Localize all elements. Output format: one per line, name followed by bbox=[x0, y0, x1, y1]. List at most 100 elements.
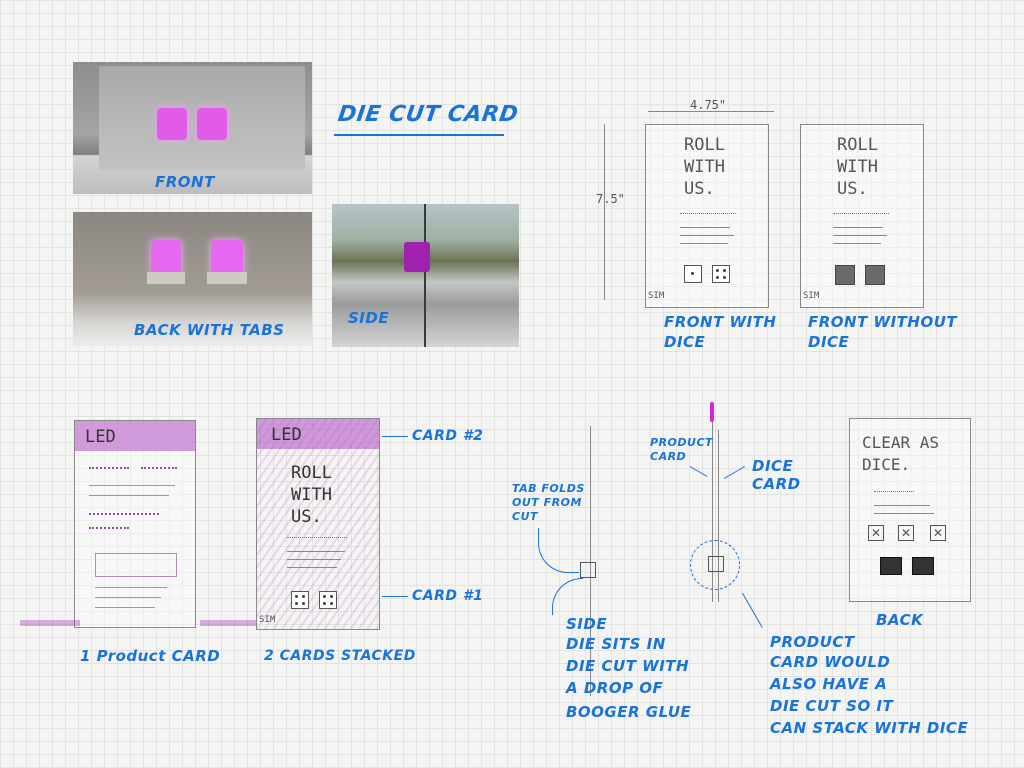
roll-line-2: WITH bbox=[291, 485, 332, 505]
side-note-5: BOOGER GLUE bbox=[566, 702, 691, 722]
tab-right bbox=[207, 272, 247, 284]
product-card: LED bbox=[74, 420, 196, 628]
roll-line-3: US. bbox=[837, 179, 868, 199]
body-text-line bbox=[833, 243, 881, 244]
die-side-square bbox=[580, 562, 596, 578]
led-label: LED bbox=[85, 427, 116, 447]
base-shadow bbox=[200, 620, 256, 626]
die-front-left bbox=[157, 108, 187, 140]
product-note-2: CARD WOULD bbox=[770, 652, 890, 672]
front-without-dice-label-1: FRONT WITHOUT bbox=[808, 312, 957, 332]
body-text-line bbox=[95, 587, 167, 588]
dark-tab bbox=[912, 557, 934, 575]
one-product-card-label: 1 Product CARD bbox=[80, 646, 220, 666]
body-text-line bbox=[680, 227, 730, 228]
front-with-dice-label-1: FRONT WITH bbox=[664, 312, 776, 332]
die-cut-hole bbox=[865, 265, 885, 285]
side-note-1: SIDE bbox=[566, 614, 607, 634]
die-side bbox=[404, 242, 430, 272]
front-label: FRONT bbox=[155, 172, 215, 192]
tab-folds-note-2: OUT FROM bbox=[512, 496, 582, 510]
body-text-line bbox=[680, 243, 728, 244]
die-outline bbox=[319, 591, 337, 609]
checkbox-x-icon: ✕ bbox=[930, 525, 946, 541]
product-note-1: PRODUCT bbox=[770, 632, 855, 652]
body-text-line bbox=[95, 607, 155, 608]
body-text-squiggle bbox=[89, 527, 129, 535]
body-text-squiggle bbox=[874, 491, 914, 498]
back-with-tabs-label: BACK WITH TABS bbox=[134, 320, 284, 340]
body-text-line bbox=[833, 235, 887, 236]
body-text-line bbox=[89, 485, 175, 486]
roll-line-1: ROLL bbox=[837, 135, 878, 155]
sim-signature: SIM bbox=[803, 291, 819, 301]
product-note-4: DIE CUT SO IT bbox=[770, 696, 893, 716]
front-without-dice-label-2: DICE bbox=[808, 332, 849, 352]
die-cut-hole bbox=[835, 265, 855, 285]
back-headline-2: DICE. bbox=[862, 455, 910, 474]
led-tip bbox=[710, 402, 714, 422]
sim-signature: SIM bbox=[648, 291, 664, 301]
body-text-squiggle bbox=[287, 537, 347, 544]
dice-card-note-2: CARD bbox=[752, 474, 801, 494]
body-text-line bbox=[874, 513, 934, 514]
back-card: CLEAR AS DICE. ✕ ✕ ✕ bbox=[849, 418, 971, 602]
height-line bbox=[604, 124, 605, 300]
roll-line-1: ROLL bbox=[684, 135, 725, 155]
die-back-right bbox=[211, 240, 243, 274]
product-card-note-1: PRODUCT bbox=[650, 436, 713, 450]
body-text-line bbox=[833, 227, 883, 228]
side-note-leader bbox=[552, 578, 583, 615]
card2-leader bbox=[382, 436, 408, 437]
product-note-leader bbox=[742, 579, 787, 628]
product-note-3: ALSO HAVE A bbox=[770, 674, 887, 694]
back-label: BACK bbox=[876, 610, 923, 630]
tab-folds-note-1: TAB FOLDS bbox=[512, 482, 585, 496]
product-card-leader bbox=[690, 466, 708, 477]
height-dimension: 7.5" bbox=[596, 192, 625, 206]
checkbox-x-icon: ✕ bbox=[898, 525, 914, 541]
body-text-line bbox=[287, 551, 345, 552]
side-label: SIDE bbox=[348, 308, 389, 328]
die-outline bbox=[712, 265, 730, 283]
roll-line-2: WITH bbox=[684, 157, 725, 177]
roll-line-3: US. bbox=[291, 507, 322, 527]
card1-label: CARD #1 bbox=[412, 586, 483, 606]
front-with-dice-label-2: DICE bbox=[664, 332, 705, 352]
side-note-3: DIE CUT WITH bbox=[566, 656, 689, 676]
roll-line-3: US. bbox=[684, 179, 715, 199]
die-outline bbox=[291, 591, 309, 609]
tab-folds-leader bbox=[538, 528, 579, 573]
roll-line-2: WITH bbox=[837, 157, 878, 177]
card2-label: CARD #2 bbox=[412, 426, 483, 446]
back-headline-1: CLEAR AS bbox=[862, 433, 939, 452]
body-text-squiggle bbox=[89, 513, 159, 521]
body-text-line bbox=[95, 597, 161, 598]
body-text-line bbox=[287, 567, 337, 568]
image-placeholder-box bbox=[95, 553, 177, 577]
page-title: DIE CUT CARD bbox=[336, 102, 520, 127]
title-underline bbox=[334, 134, 504, 136]
card-front-with-dice: ROLL WITH US. SIM bbox=[645, 124, 769, 308]
side-note-2: DIE SITS IN bbox=[566, 634, 666, 654]
side-card-edge bbox=[424, 204, 426, 347]
tab-left bbox=[147, 272, 185, 284]
die-front-right bbox=[197, 108, 227, 140]
sim-signature: SIM bbox=[259, 615, 275, 625]
width-line bbox=[648, 111, 774, 112]
body-text-line bbox=[287, 559, 341, 560]
product-note-5: CAN STACK WITH DICE bbox=[770, 718, 968, 738]
stacked-cards: LED ROLL WITH US. SIM bbox=[256, 418, 380, 630]
checkbox-x-icon: ✕ bbox=[868, 525, 884, 541]
dice-card-note-1: DICE bbox=[752, 456, 793, 476]
body-text-squiggle bbox=[833, 213, 889, 220]
width-dimension: 4.75" bbox=[690, 98, 726, 112]
die-cut-circle bbox=[690, 540, 740, 590]
body-text-line bbox=[874, 505, 930, 506]
dice-card-leader bbox=[724, 466, 745, 479]
body-text-line bbox=[89, 495, 169, 496]
die-outline bbox=[684, 265, 702, 283]
body-text-squiggle bbox=[89, 467, 129, 475]
roll-line-1: ROLL bbox=[291, 463, 332, 483]
body-text-line bbox=[680, 235, 734, 236]
